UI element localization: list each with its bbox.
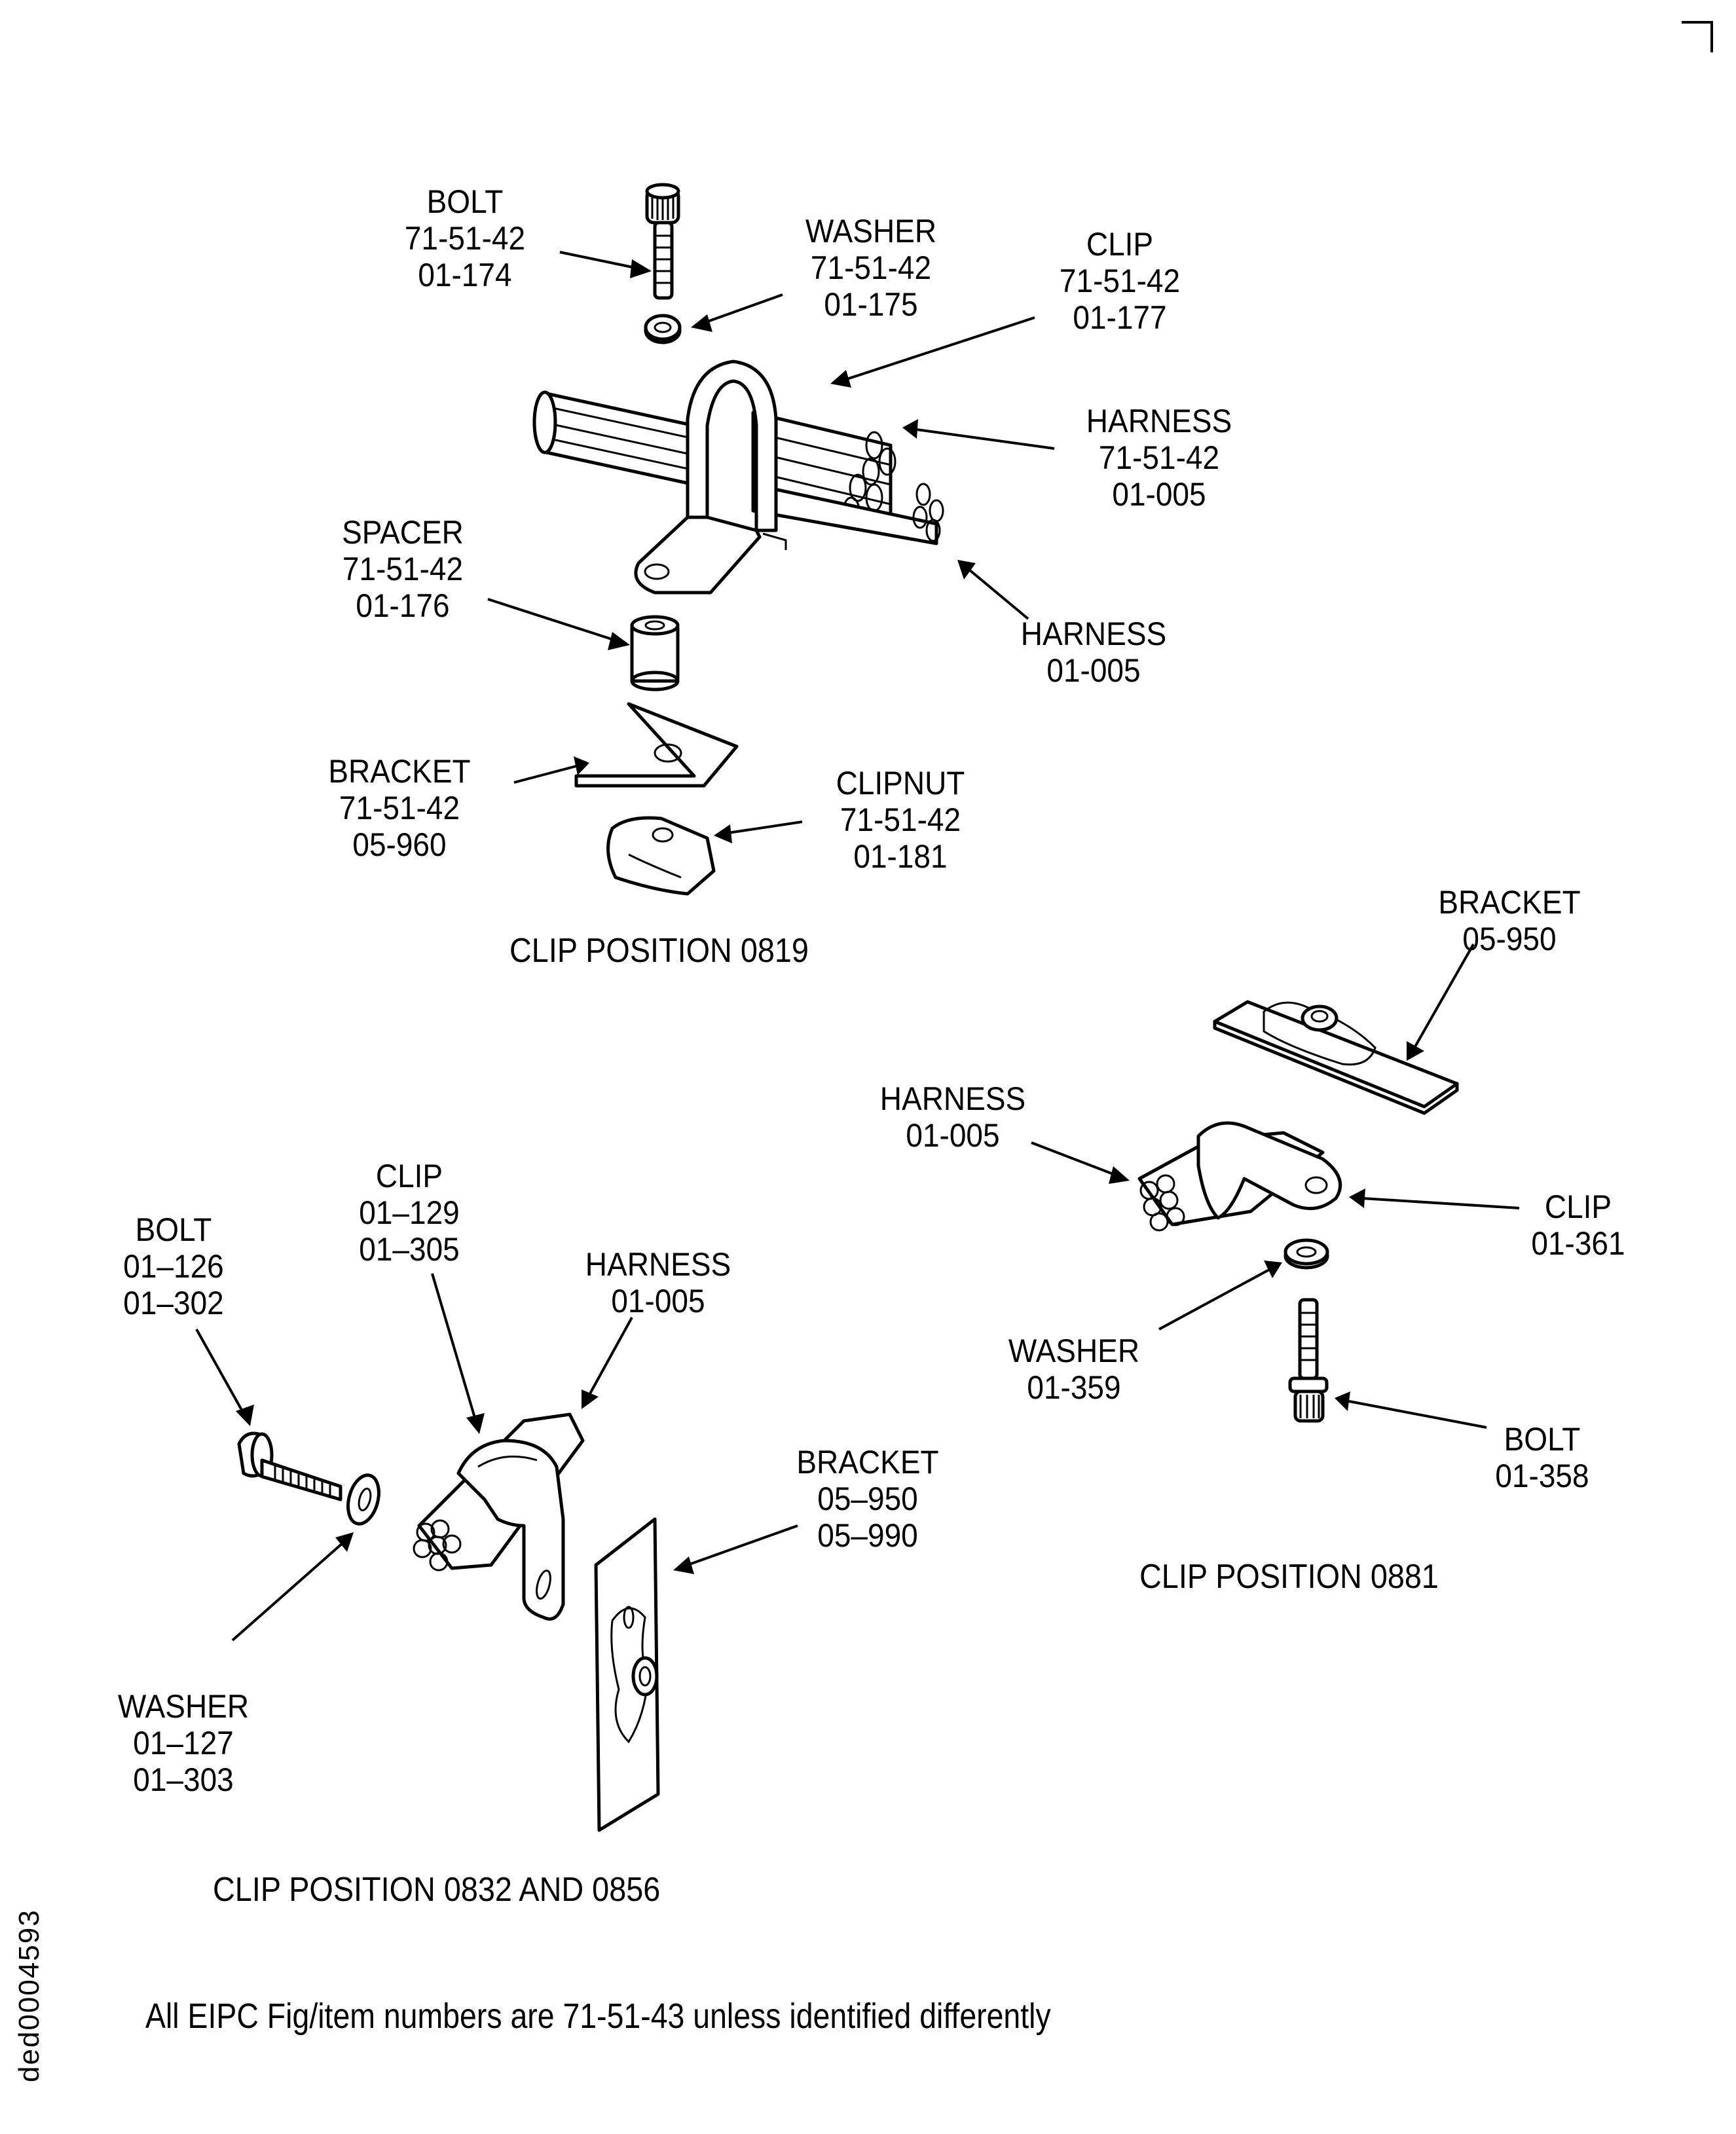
- callout-bracket-05-960: BRACKET 71-51-42 05-960: [315, 753, 484, 863]
- part-name: BOLT: [135, 1211, 212, 1248]
- part-name: HARNESS: [879, 1080, 1026, 1117]
- part-ref: 05-960: [352, 826, 447, 863]
- bolt-drawing: [1288, 1298, 1329, 1423]
- harness-bundle-drawing: [532, 390, 944, 545]
- clip-drawing: [456, 1439, 565, 1621]
- part-ref: 01-359: [1027, 1369, 1121, 1406]
- callout-harness-01-005: HARNESS 01-005: [574, 1246, 743, 1319]
- part-ref: 01-358: [1495, 1458, 1589, 1494]
- part-ref: 01-005: [611, 1283, 705, 1319]
- part-name: CLIP: [1086, 226, 1154, 263]
- part-ref: 05-950: [1462, 921, 1557, 957]
- clip-drawing: [1196, 1121, 1342, 1220]
- caption-clip-position-0819: CLIP POSITION 0819: [509, 932, 809, 970]
- part-ref: 71-51-42: [1059, 263, 1181, 299]
- bolt-drawing: [645, 183, 680, 300]
- part-name: BOLT: [1504, 1421, 1581, 1458]
- part-ref: 71-51-42: [339, 790, 460, 826]
- clipnut-drawing: [606, 816, 716, 896]
- part-name: SPACER: [342, 514, 464, 551]
- part-ref: 01-005: [906, 1117, 1000, 1154]
- part-name: HARNESS: [1086, 403, 1232, 439]
- callout-washer-01-175: WASHER 71-51-42 01-175: [786, 213, 955, 323]
- callout-bracket-05-950-05-990: BRACKET 05–950 05–990: [786, 1444, 949, 1554]
- part-ref: 71-51-42: [840, 801, 961, 838]
- part-ref: 71-51-42: [810, 249, 932, 286]
- view-0819-drawing: [532, 183, 944, 896]
- part-ref: 05–990: [817, 1517, 918, 1554]
- callout-harness-71-51-42-01-005: HARNESS 71-51-42 01-005: [1069, 403, 1249, 513]
- callout-bolt-01-126-01-302: BOLT 01–126 01–302: [110, 1211, 236, 1321]
- callout-clip-01-129-01-305: CLIP 01–129 01–305: [346, 1158, 472, 1268]
- part-name: BOLT: [426, 183, 504, 220]
- callout-washer-01-127-01-303: WASHER 01–127 01–303: [105, 1688, 261, 1798]
- caption-clip-position-0832-and-0856: CLIP POSITION 0832 AND 0856: [213, 1871, 661, 1909]
- callout-bolt-01-174: BOLT 71-51-42 01-174: [386, 183, 543, 293]
- callout-bracket-05-950: BRACKET 05-950: [1428, 884, 1591, 957]
- bolt-drawing: [237, 1431, 342, 1501]
- part-name: CLIPNUT: [836, 765, 965, 801]
- bracket-plate-drawing: [574, 702, 739, 788]
- part-name: WASHER: [117, 1688, 249, 1725]
- footnote: All EIPC Fig/item numbers are 71-51-43 u…: [145, 1996, 1051, 2036]
- part-ref: 01-181: [853, 838, 948, 875]
- view-0881-leaders: [1031, 944, 1520, 1429]
- washer-drawing: [1284, 1238, 1329, 1270]
- washer-drawing: [346, 1473, 380, 1526]
- crop-mark: [1682, 21, 1713, 52]
- callout-bolt-01-358: BOLT 01-358: [1479, 1421, 1605, 1494]
- callout-spacer-01-176: SPACER 71-51-42 01-176: [322, 514, 484, 624]
- bracket-plate-drawing: [1213, 1000, 1459, 1115]
- part-ref: 01–302: [123, 1285, 224, 1321]
- part-ref: 01-174: [418, 257, 512, 293]
- part-name: BRACKET: [328, 753, 471, 790]
- part-name: HARNESS: [1020, 616, 1167, 652]
- part-ref: 71-51-42: [1098, 439, 1220, 476]
- view-0832-leaders: [195, 1273, 798, 1642]
- bracket-plate-drawing: [594, 1517, 660, 1832]
- part-name: BRACKET: [796, 1444, 939, 1481]
- part-ref: 71-51-42: [404, 220, 526, 257]
- part-name: HARNESS: [585, 1246, 731, 1283]
- callout-clip-01-361: CLIP 01-361: [1518, 1188, 1638, 1262]
- part-ref: 01-005: [1112, 476, 1206, 513]
- part-name: WASHER: [1008, 1333, 1140, 1369]
- part-name: CLIP: [1544, 1188, 1612, 1225]
- view-0819-leaders: [487, 251, 1055, 843]
- part-ref: 01–126: [123, 1248, 224, 1285]
- callout-harness-01-005: HARNESS 01-005: [868, 1080, 1037, 1154]
- part-ref: 01-005: [1046, 652, 1141, 689]
- view-0832-drawing: [237, 1412, 660, 1832]
- view-0881-drawing: [1137, 1000, 1459, 1423]
- callout-harness-01-005: HARNESS 01-005: [1009, 616, 1178, 689]
- caption-clip-position-0881: CLIP POSITION 0881: [1139, 1558, 1439, 1596]
- part-ref: 01–303: [133, 1761, 234, 1798]
- part-name: BRACKET: [1438, 884, 1581, 921]
- washer-drawing: [644, 314, 682, 344]
- callout-clip-01-177: CLIP 71-51-42 01-177: [1041, 226, 1198, 336]
- part-ref: 01–305: [359, 1231, 460, 1268]
- callout-clipnut-01-181: CLIPNUT 71-51-42 01-181: [819, 765, 982, 875]
- part-ref: 01–129: [359, 1194, 460, 1231]
- part-name: WASHER: [805, 213, 937, 249]
- part-ref: 71-51-42: [342, 551, 464, 587]
- part-ref: 01-175: [824, 286, 918, 323]
- part-ref: 01–127: [133, 1725, 234, 1761]
- part-ref: 01-361: [1531, 1225, 1625, 1262]
- clip-drawing: [634, 359, 787, 595]
- callout-washer-01-359: WASHER 01-359: [995, 1333, 1152, 1406]
- part-ref: 01-177: [1073, 299, 1167, 336]
- spacer-drawing: [630, 615, 680, 691]
- part-ref: 01-176: [356, 587, 450, 624]
- document-id: ded0004593: [13, 1909, 45, 2082]
- part-ref: 05–950: [817, 1481, 918, 1517]
- part-name: CLIP: [375, 1158, 443, 1194]
